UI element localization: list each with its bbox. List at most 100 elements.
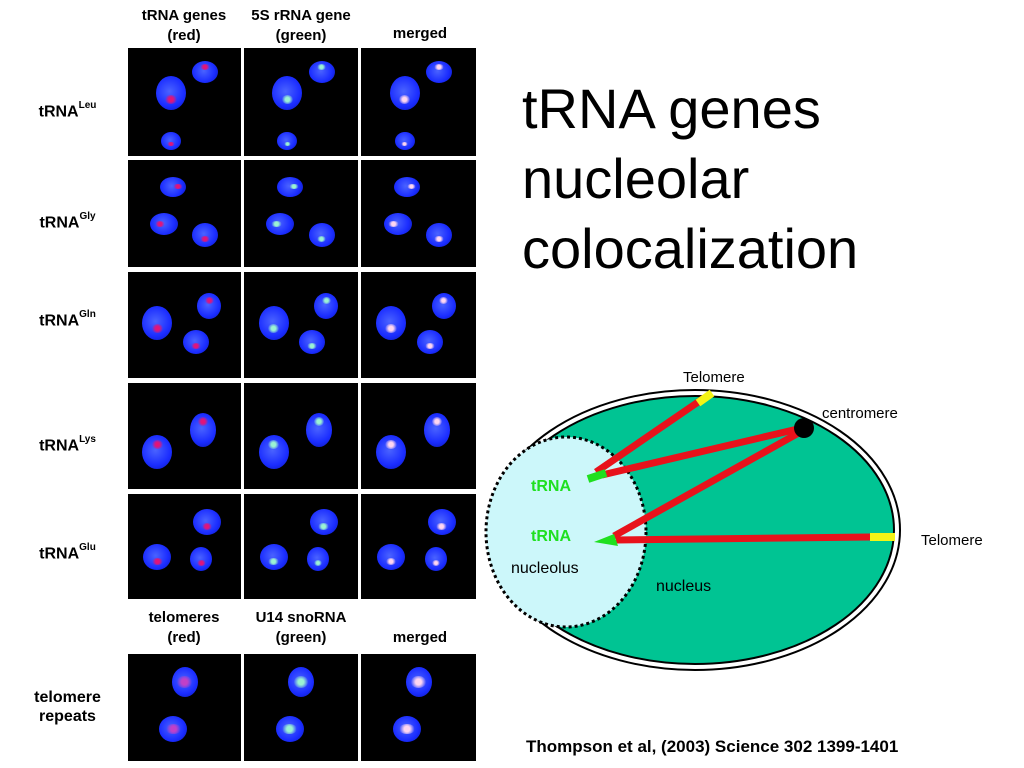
column-header-telomeres: telomeres (red) — [148, 609, 220, 646]
red-signal-spot — [204, 296, 214, 304]
nucleus-stain — [424, 547, 447, 572]
red-signal-spot — [431, 417, 442, 427]
micrograph-panel — [128, 494, 241, 599]
row-label-trna-gln: tRNAGln — [10, 307, 125, 330]
green-signal-spot — [318, 523, 330, 531]
row-label-trna-leu: tRNALeu — [10, 98, 125, 121]
column-header-u14-snorna: U14 snoRNA (green) — [255, 609, 347, 646]
micrograph-panel — [361, 494, 476, 599]
centromere-dot — [794, 418, 814, 438]
label-centromere: centromere — [822, 405, 898, 422]
nucleus-stain — [191, 60, 218, 83]
nucleus-stain — [376, 544, 405, 570]
label-telomere-top: Telomere — [683, 369, 745, 386]
row-label-sup: Glu — [79, 542, 96, 553]
citation: Thompson et al, (2003) Science 302 1399-… — [526, 737, 899, 756]
nucleus-stain — [160, 131, 181, 150]
red-signal-spot — [151, 324, 164, 334]
red-signal-spot — [434, 235, 445, 243]
micrograph-panel — [244, 654, 358, 761]
row-label-trna-glu: tRNAGlu — [10, 540, 125, 563]
telomere-marker-top — [695, 389, 715, 407]
red-signal-spot — [431, 560, 440, 567]
red-signal-spot — [197, 560, 206, 567]
label-telomere-right: Telomere — [921, 532, 983, 549]
red-signal-spot — [400, 141, 409, 147]
red-signal-spot — [190, 342, 201, 350]
chromosome-arm — [615, 533, 871, 544]
green-signal-spot — [316, 235, 327, 243]
green-signal-spot — [293, 676, 309, 688]
nucleus-stain — [193, 509, 222, 536]
nucleus-stain — [191, 222, 218, 247]
row-label-base: tRNA — [38, 103, 79, 121]
nucleus-stain — [155, 76, 186, 111]
micrograph-panel — [244, 48, 358, 156]
label-nucleus: nucleus — [656, 578, 711, 595]
red-signal-spot — [406, 184, 417, 190]
micrograph-panel — [244, 383, 358, 489]
red-signal-spot — [177, 676, 192, 688]
red-signal-spot — [199, 63, 210, 70]
row-label-trna-gly: tRNAGly — [10, 209, 125, 232]
nucleus-stain — [142, 305, 173, 340]
nucleus-stain — [272, 76, 303, 111]
row-label-sup: Gly — [79, 211, 96, 222]
green-signal-spot — [321, 296, 331, 304]
row-label-sup: Gln — [79, 309, 96, 320]
title-line: tRNA genes — [522, 77, 821, 140]
red-signal-spot — [385, 558, 397, 565]
column-header-trna-genes: tRNA genes (red) — [141, 7, 227, 44]
row-label-telomere-repeats: telomere repeats — [34, 689, 101, 725]
micrograph-panel — [361, 160, 476, 267]
green-signal-spot — [267, 439, 280, 449]
label-nucleolus: nucleolus — [511, 560, 579, 577]
slide-title: tRNA genes nucleolar colocalization — [522, 74, 858, 284]
green-signal-spot — [283, 141, 292, 147]
green-signal-spot — [307, 342, 318, 350]
nucleus-stain — [309, 509, 338, 536]
red-signal-spot — [434, 63, 445, 70]
nucleus-stain — [308, 222, 335, 247]
nucleus-stain — [308, 60, 335, 83]
nucleus-stain — [394, 131, 415, 150]
red-signal-spot — [199, 235, 210, 243]
micrograph-panel — [361, 383, 476, 489]
red-signal-spot — [201, 523, 213, 531]
nucleus-stain — [299, 329, 326, 354]
green-signal-spot — [281, 723, 298, 734]
green-signal-spot — [268, 558, 279, 565]
green-signal-spot — [267, 324, 280, 334]
red-signal-spot — [388, 221, 399, 228]
nucleus-stain — [307, 547, 330, 572]
green-signal-spot — [281, 94, 293, 104]
red-signal-spot — [411, 676, 426, 688]
row-label-base: tRNA — [39, 214, 80, 232]
red-signal-spot — [385, 439, 397, 449]
row-label-trna-lys: tRNALys — [10, 432, 125, 455]
green-signal-spot — [314, 417, 325, 427]
micrograph-panel — [244, 272, 358, 378]
red-signal-spot — [167, 141, 175, 147]
column-header-merged-bottom: merged — [392, 629, 448, 646]
green-signal-spot — [289, 184, 300, 190]
micrograph-panel — [361, 48, 476, 156]
green-signal-spot — [313, 560, 323, 567]
red-signal-spot — [172, 184, 183, 190]
nucleus-diagram: Telomere centromere Telomere tRNA tRNA n… — [484, 369, 983, 671]
green-signal-spot — [316, 63, 327, 70]
red-signal-spot — [399, 723, 415, 734]
red-signal-spot — [385, 324, 397, 334]
trna-locus-2 — [594, 534, 618, 546]
row-label-base: tRNA — [39, 312, 80, 330]
trna-locus-1 — [586, 469, 608, 483]
nucleus-stain — [375, 305, 406, 340]
micrograph-panel — [128, 654, 241, 761]
label-trna-1: tRNA — [531, 478, 571, 495]
nucleolus-shape — [484, 435, 648, 629]
row-label-sup: Lys — [79, 434, 96, 445]
micrograph-panel — [361, 272, 476, 378]
chromosome-arm — [601, 424, 803, 479]
micrograph-panel — [244, 160, 358, 267]
nucleus-stain — [143, 544, 172, 570]
